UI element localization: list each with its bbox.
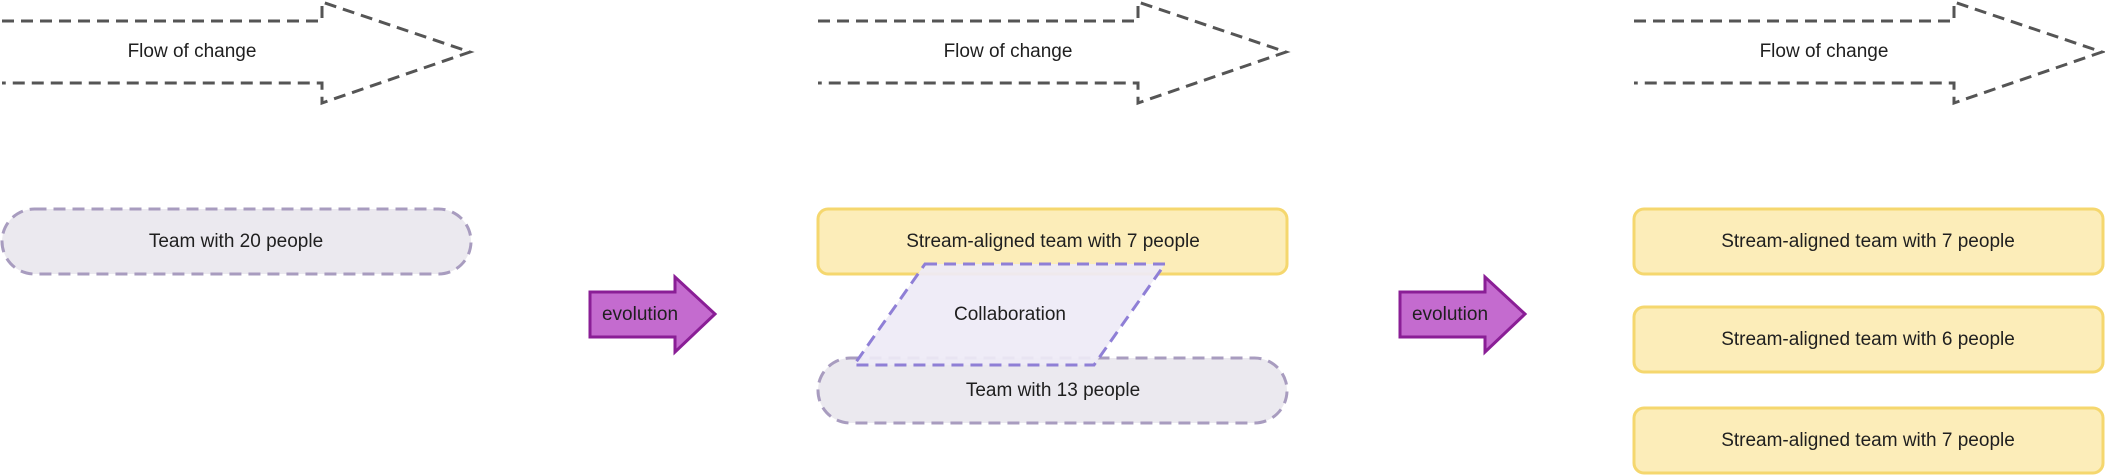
stream-aligned-team-label: Stream-aligned team with 7 people bbox=[906, 231, 1200, 252]
evolution-arrow-label: evolution bbox=[1412, 304, 1488, 325]
stream-aligned-team-shape bbox=[1632, 207, 2105, 276]
stream-aligned-team-shape bbox=[1632, 406, 2105, 475]
stream-aligned-team-node: Stream-aligned team with 7 people bbox=[816, 207, 1289, 276]
flow-arrow-label: Flow of change bbox=[944, 41, 1073, 62]
evolution-arrow-1: evolution bbox=[588, 273, 718, 356]
team-20-node: Team with 20 people bbox=[0, 207, 473, 276]
stage-3: Flow of change Stream-aligned team with … bbox=[1632, 0, 2105, 475]
stream-aligned-team-node-2: Stream-aligned team with 6 people bbox=[1632, 305, 2105, 374]
stream-aligned-team-shape bbox=[1632, 305, 2105, 374]
evolution-arrow-shape bbox=[1398, 273, 1528, 356]
stage-2: Flow of change Team with 13 people Strea… bbox=[816, 0, 1291, 425]
flow-of-change-arrow-1: Flow of change bbox=[2, 0, 475, 106]
flow-arrow-shape bbox=[818, 0, 1291, 106]
flow-arrow-shape bbox=[2, 0, 475, 106]
team-13-label: Team with 13 people bbox=[966, 380, 1140, 401]
stream-aligned-team-node-3: Stream-aligned team with 7 people bbox=[1632, 406, 2105, 475]
flow-of-change-arrow-2: Flow of change bbox=[818, 0, 1291, 106]
evolution-arrow-2: evolution bbox=[1398, 273, 1528, 356]
evolution-arrow-shape bbox=[588, 273, 718, 356]
stage-1: Flow of change Team with 20 people bbox=[0, 0, 475, 276]
collaboration-label: Collaboration bbox=[954, 304, 1066, 325]
stream-aligned-team-label: Stream-aligned team with 7 people bbox=[1721, 430, 2015, 451]
team-20-label: Team with 20 people bbox=[149, 231, 323, 252]
flow-of-change-arrow-3: Flow of change bbox=[1634, 0, 2105, 106]
flow-arrow-shape bbox=[1634, 0, 2105, 106]
stream-aligned-team-label: Stream-aligned team with 6 people bbox=[1721, 329, 2015, 350]
stream-aligned-team-node-1: Stream-aligned team with 7 people bbox=[1632, 207, 2105, 276]
flow-arrow-label: Flow of change bbox=[128, 41, 257, 62]
stream-aligned-team-label: Stream-aligned team with 7 people bbox=[1721, 231, 2015, 252]
team-13-node: Team with 13 people bbox=[816, 356, 1289, 425]
team-20-shape bbox=[0, 207, 473, 276]
collaboration-shape bbox=[851, 262, 1168, 367]
evolution-arrow-label: evolution bbox=[602, 304, 678, 325]
flow-arrow-label: Flow of change bbox=[1760, 41, 1889, 62]
collaboration-node: Collaboration bbox=[851, 262, 1168, 367]
